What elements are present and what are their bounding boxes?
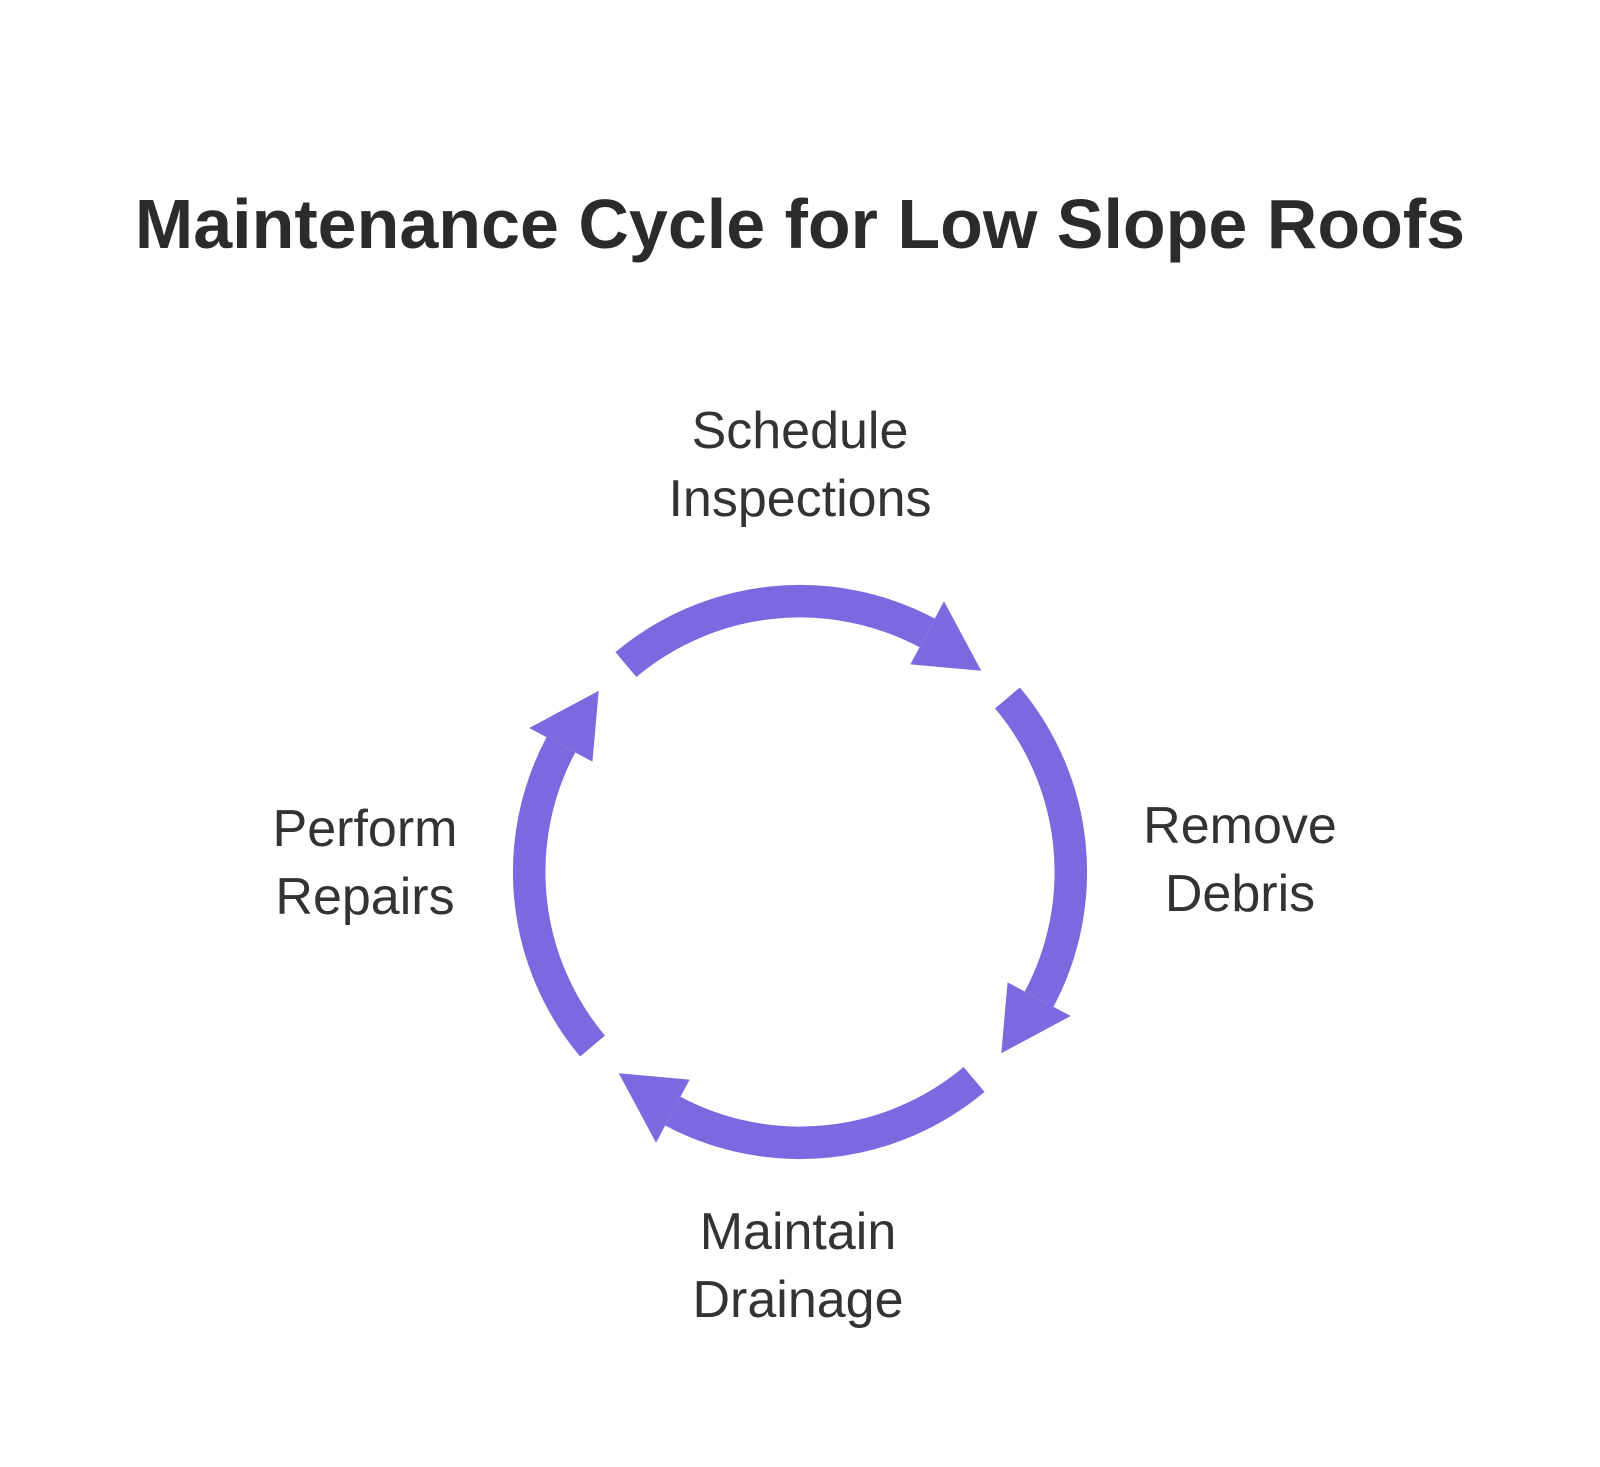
cycle-arrow-left bbox=[529, 691, 599, 1046]
step-label-perform-repairs: Perform Repairs bbox=[272, 800, 458, 926]
step-label-schedule-inspections: Schedule Inspections bbox=[668, 402, 932, 528]
cycle-diagram bbox=[475, 547, 1125, 1197]
cycle-arrow-top bbox=[626, 601, 981, 671]
cycle-arrow-bottom bbox=[619, 1073, 974, 1143]
step-label-remove-debris: Remove Debris bbox=[1143, 797, 1337, 923]
step-label-maintain-drainage: Maintain Drainage bbox=[692, 1203, 904, 1329]
cycle-arrow-right bbox=[1001, 698, 1071, 1053]
page-title: Maintenance Cycle for Low Slope Roofs bbox=[134, 184, 1466, 263]
